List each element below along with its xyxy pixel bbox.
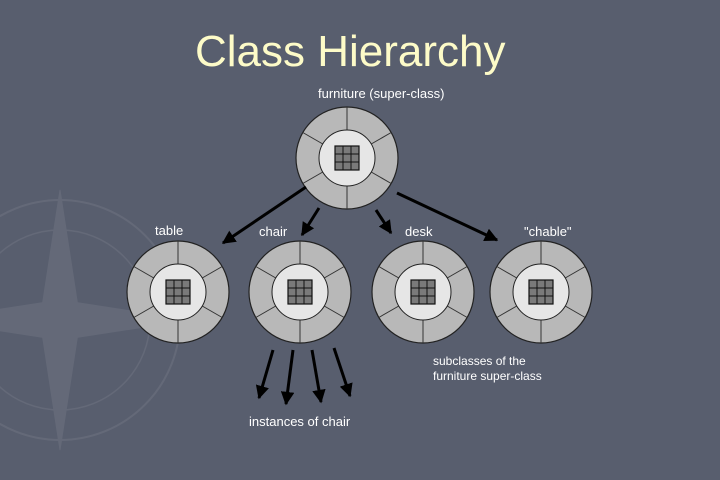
label-desk: desk <box>405 224 433 239</box>
arrow-chair-instance-4 <box>332 347 353 398</box>
label-table: table <box>155 223 184 238</box>
label-chair: chair <box>259 224 288 239</box>
grid-icon <box>410 279 436 305</box>
compass-watermark <box>0 189 191 451</box>
object-desk <box>371 240 475 344</box>
label-subclasses-line-1: subclasses of the <box>433 354 526 368</box>
object-furniture <box>295 106 399 210</box>
object-table <box>126 240 230 344</box>
grid-icon <box>165 279 191 305</box>
label-subclasses-line-2: furniture super-class <box>433 369 542 383</box>
arrow-furniture-to-table <box>221 185 307 245</box>
page-title: Class Hierarchy <box>195 27 506 76</box>
grid-icon <box>334 145 360 171</box>
grid-icon <box>528 279 554 305</box>
arrow-furniture-to-chable <box>396 191 499 242</box>
arrow-chair-instance-1 <box>255 349 275 400</box>
label-subclasses: subclasses of the furniture super-class <box>433 354 573 384</box>
arrow-chair-instance-2 <box>280 349 295 406</box>
label-chable: "chable" <box>524 224 572 239</box>
label-superclass: furniture (super-class) <box>318 86 445 101</box>
arrow-furniture-to-desk <box>374 209 393 235</box>
object-chable <box>489 240 593 344</box>
object-chair <box>248 240 352 344</box>
arrow-chair-instance-3 <box>310 349 326 404</box>
arrow-furniture-to-chair <box>300 207 321 237</box>
label-instances: instances of chair <box>249 414 351 429</box>
grid-icon <box>287 279 313 305</box>
